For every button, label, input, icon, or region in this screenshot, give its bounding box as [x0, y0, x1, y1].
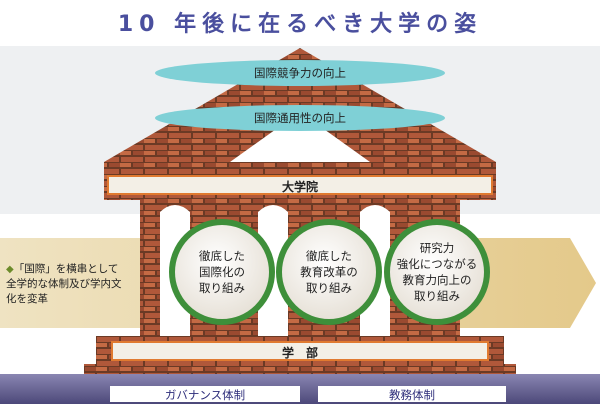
side-note-text: 「国際」を横串として全学的な体制及び学内文化を変革: [6, 263, 122, 305]
page-title: 10 年後に在るべき大学の姿: [117, 12, 483, 37]
diamond-bullet-icon: ◆: [6, 264, 14, 275]
lower-level-bar: [111, 341, 489, 361]
pillar-label-3: 研究力 強化につながる 教育力向上の 取り組み: [396, 241, 478, 303]
foundation-right-box: [318, 386, 506, 402]
side-note: ◆「国際」を横串として全学的な体制及び学内文化を変革: [6, 262, 124, 307]
goal-second-label: 国際通用性の向上: [254, 111, 346, 125]
pillar-circle-1: [169, 219, 275, 325]
roof-gap: [230, 112, 370, 162]
base-step: [84, 364, 516, 374]
goal-ellipse-second: [155, 105, 445, 131]
foundation-right-label: 教務体制: [389, 388, 435, 402]
pillar-label-1: 徹底した 国際化の 取り組み: [199, 249, 245, 295]
upper-level-label: 大学院: [281, 180, 318, 194]
lower-level-label: 学 部: [281, 346, 318, 360]
pillar-circle-3: [384, 219, 490, 325]
foundation-left-label: ガバナンス体制: [164, 388, 246, 402]
goal-top-label: 国際競争力の向上: [254, 66, 346, 80]
pillar-label-2: 徹底した 教育改革の 取り組み: [300, 249, 358, 295]
foundation-left-box: [110, 386, 300, 402]
upper-level-bar: [107, 175, 493, 195]
goal-ellipse-top: [155, 60, 445, 86]
pillar-circle-2: [276, 219, 382, 325]
